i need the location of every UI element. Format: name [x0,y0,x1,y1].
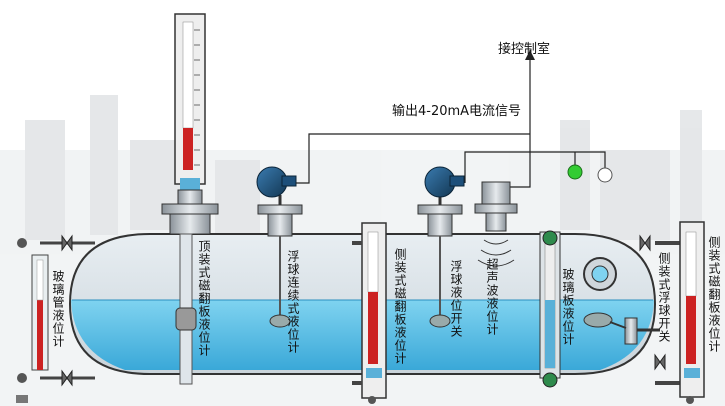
side-magnetic-flap-gauge-center [352,222,387,404]
side-magnetic-flap-gauge-right [655,221,705,404]
float-continuous-gauge [256,166,303,328]
glass-tube-gauge [16,234,95,403]
float-switch-label: 浮球液位开关 [449,260,463,338]
control-room-label: 接控制室 [498,42,551,57]
green-indicator-icon [567,164,583,180]
output-signal-label: 输出4-20mA电流信号 [392,104,522,119]
float-switch [417,166,465,328]
side-float-switch [583,234,666,371]
float-continuous-label: 浮球连续式液位计 [286,250,300,354]
ultrasonic-gauge [474,181,518,267]
transmitter-head-icon [256,166,297,198]
white-indicator-icon [597,167,613,183]
side-magnetic-flap-right-label: 侧装式磁翻板液位计 [707,236,721,353]
ultrasonic-label: 超声波液位计 [485,258,499,336]
transmitter-head-icon [424,166,465,198]
glass-plate-gauge [539,230,617,388]
top-magnetic-flap-gauge [161,13,219,385]
glass-plate-label: 玻璃板液位计 [561,268,575,346]
signal-wiring [296,50,606,188]
side-float-switch-label: 侧装式浮球开关 [657,252,671,343]
glass-tube-gauge-label: 玻璃管液位计 [51,270,65,348]
top-magnetic-flap-label: 顶装式磁翻板液位计 [197,240,211,357]
side-magnetic-flap-label: 侧装式磁翻板液位计 [393,248,407,365]
